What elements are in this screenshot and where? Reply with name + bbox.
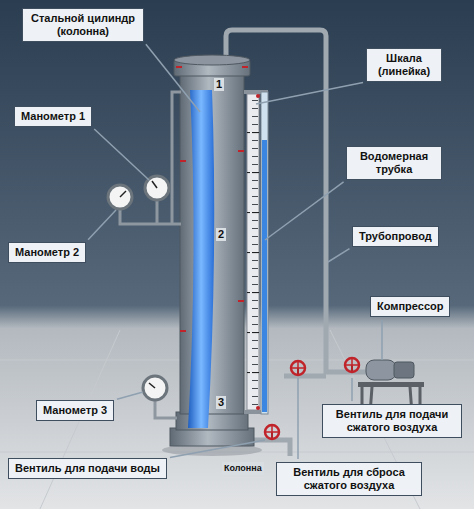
- leader-line: [328, 249, 349, 262]
- callout-box: Манометр 1: [14, 106, 92, 127]
- manometer: [143, 376, 167, 400]
- valve-spokes: [345, 358, 359, 372]
- callout-text: Компрессор: [377, 300, 443, 313]
- callout-box: Вентиль для сброса сжатого воздуха: [276, 462, 422, 496]
- red-mark: [180, 330, 186, 332]
- leader-line: [351, 378, 353, 401]
- gauge-needle: [120, 191, 126, 197]
- leader-line: [297, 378, 299, 459]
- pipe-branch: [284, 374, 326, 379]
- valve: [291, 361, 305, 376]
- gauge-needle: [149, 383, 155, 388]
- gauge-tube: [261, 92, 268, 414]
- leader-line: [146, 44, 200, 112]
- callout-box: Вентиль для подачи сжатого воздуха: [322, 404, 462, 438]
- callout-text: Вентиль для подачи воды: [15, 462, 160, 475]
- water: [188, 90, 214, 428]
- callout-text: Манометр 3: [43, 404, 107, 417]
- scale-ruler: [247, 94, 259, 410]
- gauge-face: [108, 185, 132, 209]
- valve-wheel: [265, 425, 279, 439]
- gauge-face: [143, 376, 167, 400]
- red-mark: [238, 300, 244, 302]
- leader-line: [381, 320, 383, 360]
- leader-line: [265, 182, 344, 240]
- callout-box: Водомерная трубка: [346, 146, 442, 180]
- valve-wheel: [291, 361, 305, 375]
- callout-box: Манометр 2: [8, 242, 86, 263]
- valve-spokes: [265, 425, 279, 439]
- red-dot: [256, 94, 260, 98]
- red-mark: [242, 66, 248, 68]
- gauge-water: [262, 140, 267, 412]
- callout-number: 3: [216, 396, 226, 409]
- ruler-ticks: [247, 94, 259, 410]
- part-label: Колонна: [222, 462, 264, 475]
- callout-text: Манометр 2: [15, 246, 79, 259]
- compressor-motor: [394, 362, 414, 378]
- red-dot: [256, 406, 260, 410]
- red-mark: [176, 66, 182, 68]
- callout-text: Манометр 1: [21, 110, 85, 123]
- leader-line: [256, 83, 363, 104]
- manometer: [108, 185, 132, 209]
- callout-number: 2: [216, 228, 226, 241]
- leader-line: [170, 440, 265, 457]
- callout-text: Водомерная трубка: [353, 150, 435, 176]
- leader-line: [117, 392, 143, 399]
- base-flange: [176, 412, 248, 430]
- table-top: [358, 382, 424, 387]
- callout-box: Вентиль для подачи воды: [8, 458, 167, 479]
- compressor: [366, 360, 396, 380]
- callout-text: Вентиль для сброса сжатого воздуха: [283, 466, 415, 492]
- callout-box: Трубопровод: [352, 226, 439, 247]
- callout-box: Манометр 3: [36, 400, 114, 421]
- base-flange: [170, 428, 254, 446]
- callout-number: 1: [214, 78, 224, 91]
- red-mark: [180, 160, 186, 162]
- leader-line: [88, 210, 116, 240]
- callout-box: Шкала (линейка): [366, 48, 442, 82]
- top-cap: [174, 55, 250, 65]
- leader-line: [94, 129, 149, 180]
- valve-spokes: [291, 361, 305, 375]
- valve: [265, 425, 279, 440]
- callout-text: Вентиль для подачи сжатого воздуха: [329, 408, 455, 434]
- callout-text: Трубопровод: [359, 230, 432, 243]
- gauge-needle: [152, 181, 157, 188]
- red-mark: [238, 150, 244, 152]
- callout-text: Шкала (линейка): [373, 52, 435, 78]
- red-marks: [176, 66, 248, 332]
- gauge-pipes: [120, 92, 181, 418]
- callout-box: Стальной цилиндр (колонна): [22, 8, 144, 42]
- ruler-ticks: [247, 94, 259, 410]
- valve-wheel: [345, 358, 359, 372]
- callout-box: Компрессор: [370, 296, 450, 317]
- callout-text: Стальной цилиндр (колонна): [29, 12, 137, 38]
- valve: [345, 358, 359, 373]
